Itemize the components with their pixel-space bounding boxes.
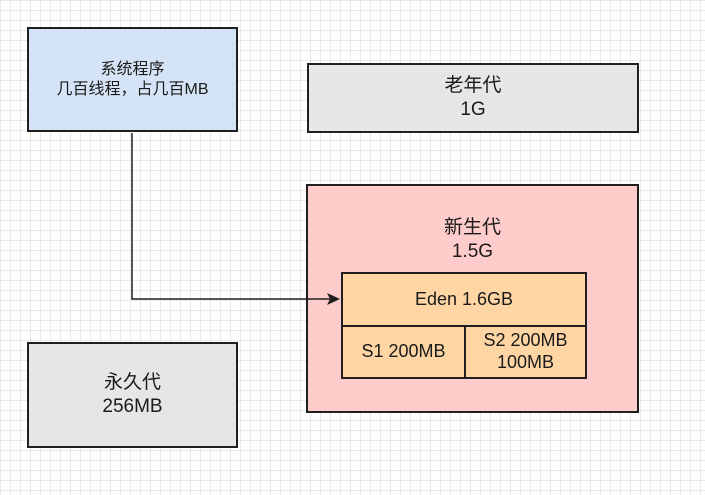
old-generation-box: 老年代 1G [307,63,639,133]
permanent-generation-size: 256MB [102,396,163,417]
system-program-box: 系统程序 几百线程，占几百MB [27,27,238,132]
old-generation-size: 1G [460,99,486,120]
permanent-generation-title: 永久代 [103,372,161,394]
survivor-s2-region: S2 200MB 100MB [464,325,587,379]
young-generation-title: 新生代 [443,217,501,238]
system-program-detail: 几百线程，占几百MB [56,80,209,98]
s1-label: S1 200MB [361,341,446,362]
old-generation-title: 老年代 [444,75,502,97]
young-generation-size: 1.5G [451,240,494,262]
young-generation-label: 新生代 1.5G [308,216,637,264]
eden-label: Eden 1.6GB [414,288,514,309]
s2-label: S2 200MB [483,330,568,351]
eden-region: Eden 1.6GB [341,272,587,327]
permanent-generation-box: 永久代 256MB [27,342,238,448]
s2-usage-label: 100MB [496,352,555,372]
system-program-title: 系统程序 [100,60,165,78]
system-to-eden-connector [131,133,330,300]
survivor-s1-region: S1 200MB [341,325,466,379]
